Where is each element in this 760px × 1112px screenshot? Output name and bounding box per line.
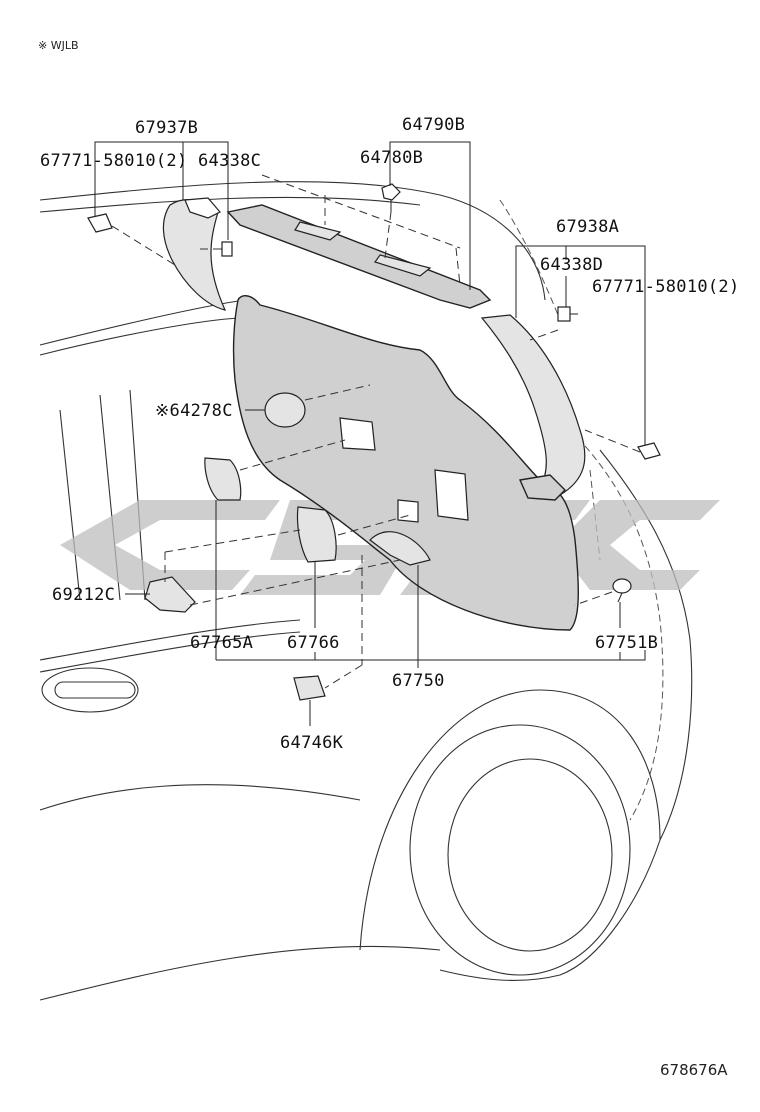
part-64780B-clip	[381, 183, 401, 212]
part-67771-left-clip	[87, 213, 113, 233]
label-64746K: 64746K	[280, 733, 344, 753]
part-67750-back-door-trim-board	[232, 295, 579, 631]
part-64278C-plug	[264, 392, 306, 428]
part-64790B-upper-trim	[226, 204, 492, 309]
opening-middle	[434, 469, 469, 521]
part-67937B-bracket	[184, 197, 221, 219]
label-67937B: 67937B	[135, 118, 198, 138]
part-64338D-screw	[557, 306, 578, 322]
assembly-lines	[111, 174, 641, 689]
label-64278C: ※64278C	[155, 401, 233, 421]
label-64338D: 64338D	[540, 255, 603, 275]
rear-wheel	[409, 724, 631, 976]
label-67938A: 67938A	[556, 217, 619, 237]
label-69212C: 69212C	[52, 585, 115, 605]
label-64780B: 64780B	[360, 148, 423, 168]
part-67771-right-clip	[637, 442, 661, 460]
opening-small	[397, 499, 419, 523]
part-64746K-cover	[293, 675, 326, 701]
part-67765A-cover	[204, 457, 242, 501]
part-69212C-pull-handle	[144, 576, 196, 613]
opening-upper	[339, 417, 376, 451]
label-67751B: 67751B	[595, 633, 658, 653]
label-67771-right: 67771-58010(2)	[592, 277, 740, 297]
vehicle-body-outline	[39, 181, 693, 1001]
part-67750-inner-panel	[369, 531, 431, 566]
door-handle	[41, 667, 139, 713]
part-67766-cover	[296, 506, 337, 563]
header-note: ※ WJLB	[38, 39, 79, 52]
part-labels: 67937B 67771-58010(2) 64338C 64790B 6478…	[40, 115, 740, 753]
part-67938A-lower-bracket	[518, 474, 566, 501]
label-67771-left: 67771-58010(2)	[40, 151, 188, 171]
label-67765A: 67765A	[190, 633, 253, 653]
label-67766: 67766	[287, 633, 340, 653]
drawing-id: 678676A	[660, 1061, 728, 1079]
label-64338C: 64338C	[198, 151, 261, 171]
part-67937B-left-pillar-trim	[162, 199, 227, 311]
part-67751B-clip	[612, 578, 632, 603]
label-67750: 67750	[392, 671, 445, 691]
part-64790B-trim-rib	[294, 221, 432, 277]
label-64790B: 64790B	[402, 115, 465, 135]
leader-lines	[94, 141, 646, 726]
